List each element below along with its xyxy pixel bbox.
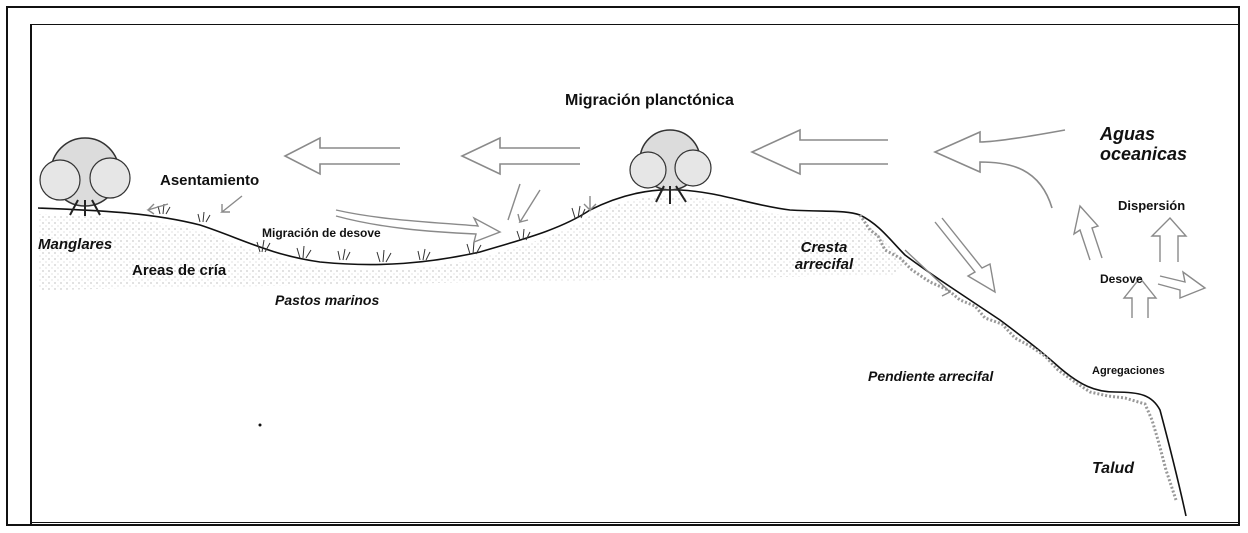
mangrove-tree-left [40,138,130,216]
label-asentamiento: Asentamiento [160,172,259,189]
label-migracion-planctonica: Migración planctónica [565,92,734,110]
terrain-profile [38,190,1186,516]
label-pastos-marinos: Pastos marinos [275,292,379,308]
label-talud: Talud [1092,460,1134,478]
label-pendiente-arrecifal: Pendiente arrecifal [868,368,993,384]
label-dispersion: Dispersión [1118,198,1185,213]
label-aguas-oceanicas: Aguas oceanicas [1100,125,1210,165]
label-areas-cria: Areas de cría [132,262,226,279]
stray-dot [259,424,262,427]
label-agregaciones: Agregaciones [1092,365,1165,377]
dispersion-arrows [1074,206,1205,318]
downslope-arrows [905,218,995,296]
label-cresta-arrecifal: Cresta arrecifal [784,240,864,273]
label-migracion-desove: Migración de desove [262,226,381,240]
label-desove: Desove [1100,272,1143,286]
label-manglares: Manglares [38,236,112,253]
